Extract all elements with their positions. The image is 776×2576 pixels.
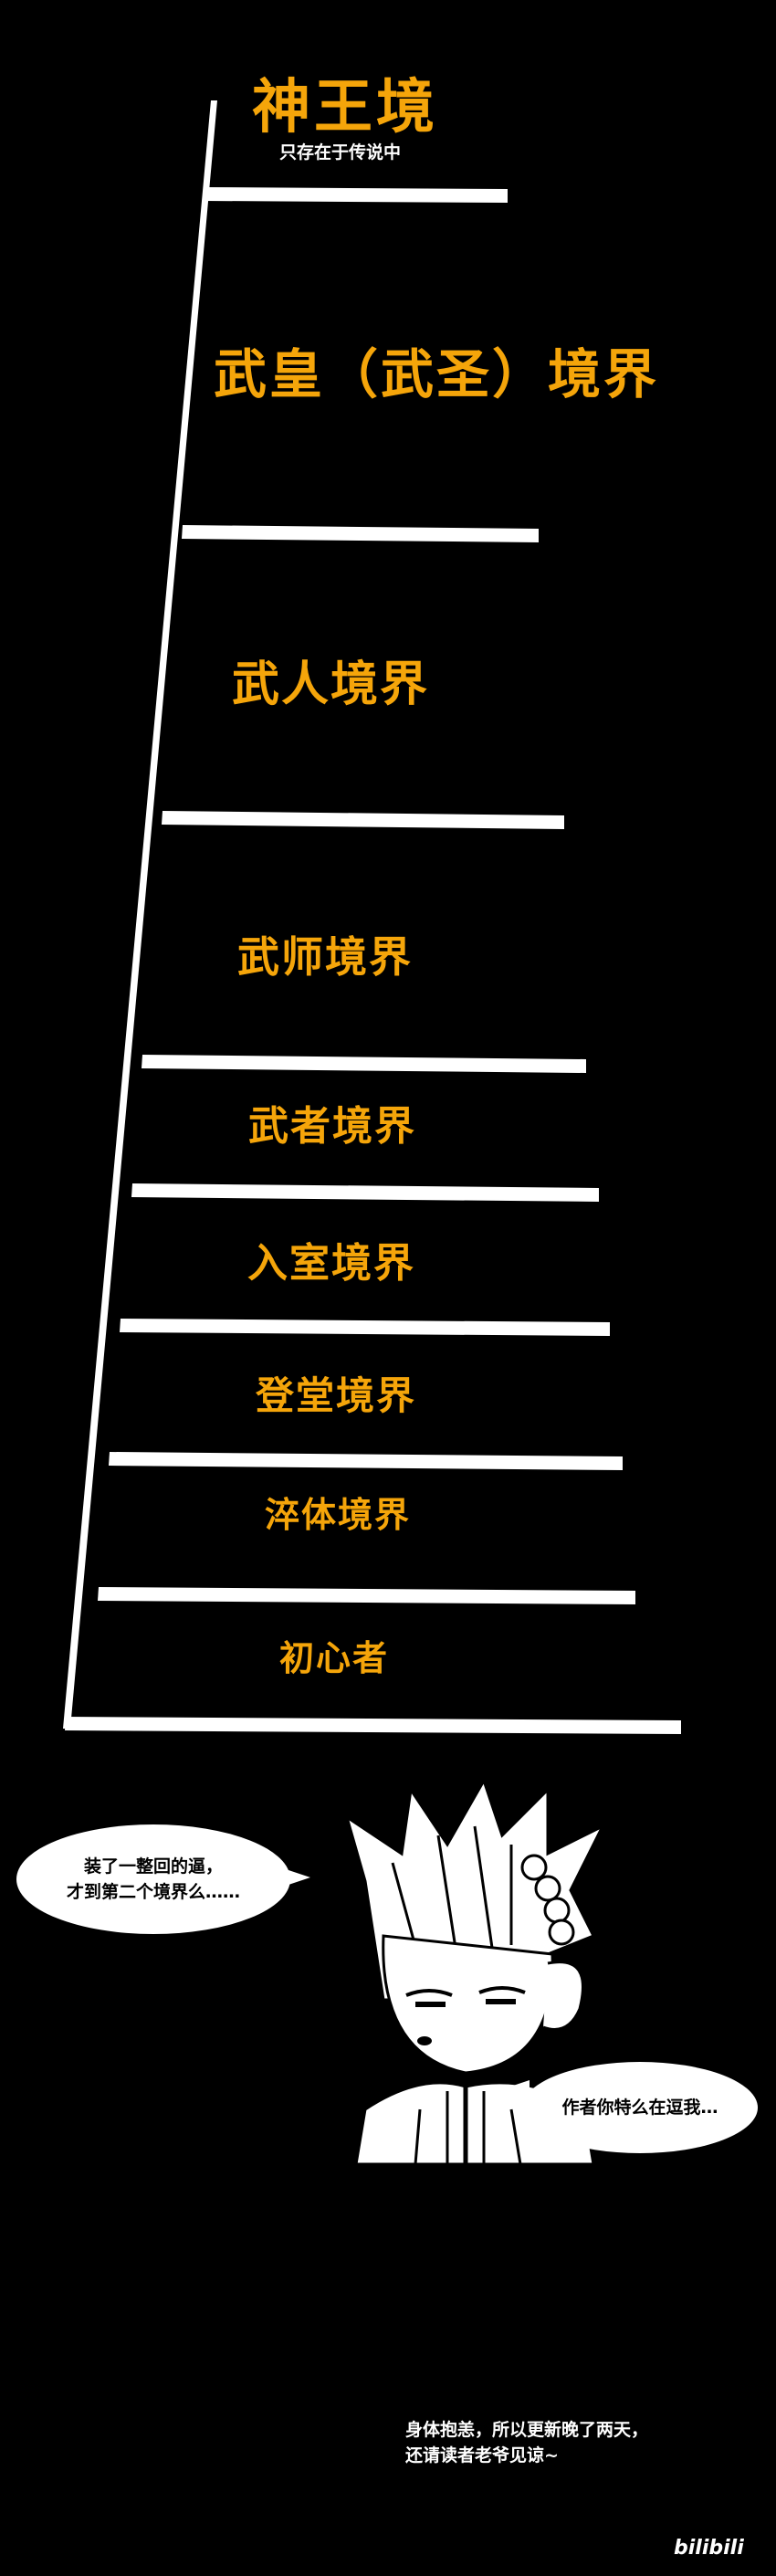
ladder-rung	[182, 525, 539, 542]
ladder-pole	[63, 100, 217, 1729]
level-emperor: 武皇（武圣）境界	[214, 343, 660, 405]
character-illustration	[344, 1781, 606, 2164]
bubble-line: 装了一整回的逼，	[83, 1856, 223, 1877]
bilibili-logo: bilibili	[674, 2537, 744, 2560]
level-god-king: 神王境	[252, 74, 438, 142]
ladder-rung	[98, 1587, 635, 1604]
ladder-rung	[162, 811, 564, 829]
author-note: 身体抱恙，所以更新晚了两天， 还请读者老爷见谅~	[405, 2417, 648, 2468]
level-enter-room: 入室境界	[247, 1240, 415, 1287]
level-body-temper: 淬体境界	[265, 1495, 412, 1535]
author-note-line: 还请读者老爷见谅~	[405, 2445, 559, 2466]
ladder-rung	[131, 1183, 599, 1202]
ladder-rung	[120, 1319, 610, 1336]
ladder-rung	[109, 1452, 623, 1470]
speech-bubble-right: 作者你特么在逗我…	[502, 2062, 758, 2153]
author-note-line: 身体抱恙，所以更新晚了两天，	[405, 2420, 649, 2440]
ladder-rung	[204, 187, 508, 203]
bubble-tail	[283, 1868, 310, 1887]
level-martial-master: 武师境界	[237, 932, 413, 982]
level-martial-man: 武人境界	[232, 657, 430, 712]
bubble-tail	[502, 2080, 530, 2098]
level-beginner: 初心者	[279, 1638, 390, 1678]
bubble-line: 才到第二个境界么……	[66, 1882, 240, 1902]
level-martial-warrior: 武者境界	[248, 1103, 416, 1150]
ladder-rung	[65, 1717, 681, 1734]
bubble-line: 作者你特么在逗我…	[561, 2098, 718, 2118]
speech-bubble-left: 装了一整回的逼， 才到第二个境界么……	[16, 1824, 310, 1934]
level-enter-hall: 登堂境界	[256, 1373, 417, 1418]
level-god-king-note: 只存在于传说中	[279, 142, 402, 163]
ladder-rung	[142, 1055, 586, 1073]
realm-ladder	[63, 100, 681, 1734]
